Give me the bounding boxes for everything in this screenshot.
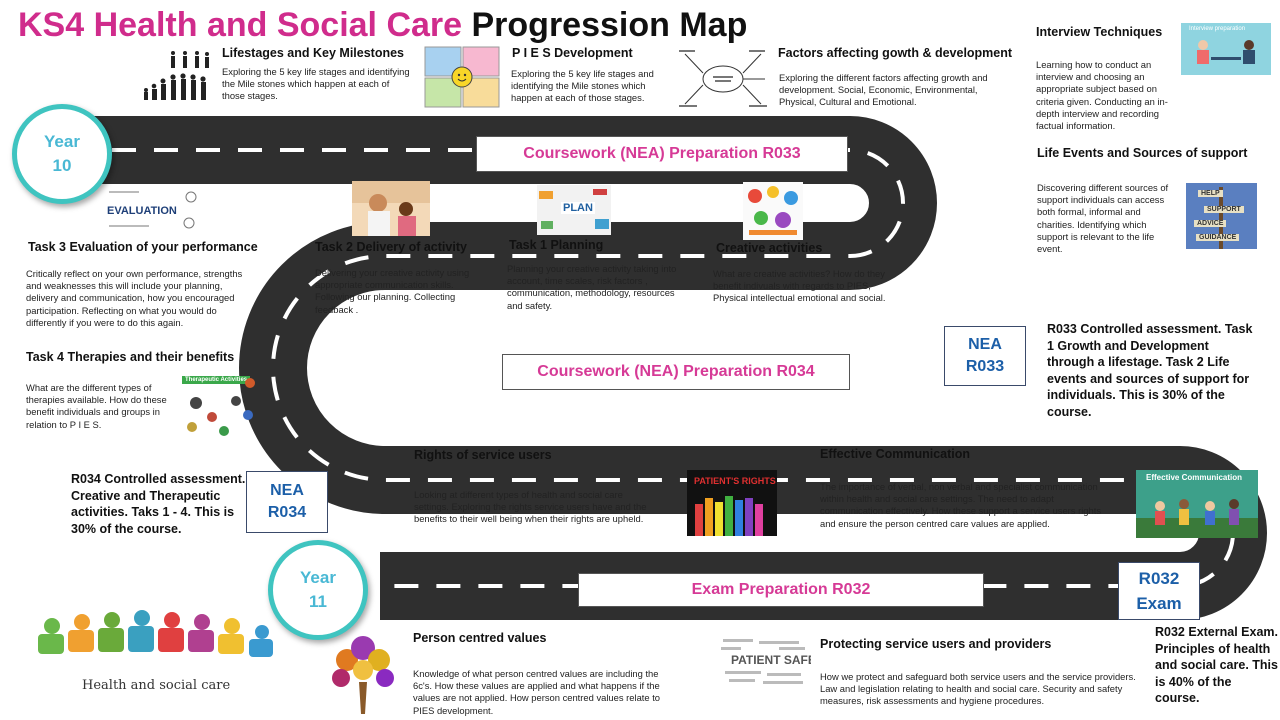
r032-note: R032 External Exam. Principles of health… <box>1155 625 1278 705</box>
nea-r034-line2: R034 <box>267 504 307 521</box>
year-10-word: Year <box>44 132 80 152</box>
interview-image-label: Interview preparation <box>1189 26 1246 32</box>
year-11-number: 11 <box>309 592 327 611</box>
signpost-label-3: GUIDANCE <box>1196 234 1240 241</box>
communication-text: The importance of verbal, non verbal and… <box>820 481 1102 529</box>
life-events-heading: Life Events and Sources of support <box>1037 146 1248 160</box>
exam-r032-banner: Exam Preparation R032 <box>578 573 984 607</box>
creative-supplies-image <box>743 182 803 240</box>
evaluation-image: EVALUATION <box>105 187 201 233</box>
lifestages-text: Exploring the 5 key life stages and iden… <box>222 66 410 102</box>
communication-heading: Effective Communication <box>820 447 971 461</box>
task1-text: Planning your creative activity taking i… <box>507 263 677 311</box>
nea-r033-line2: R033 <box>965 358 1005 375</box>
nea-r034-box: NEA R034 <box>246 471 328 533</box>
delivery-photo <box>352 181 430 236</box>
therapeutic-image-label: Therapeutic Activities <box>182 376 251 384</box>
interview-image: Interview preparation <box>1181 23 1271 75</box>
creative-text: What are creative activities? How do the… <box>713 268 886 304</box>
lifestages-heading: Lifestages and Key Milestones <box>222 46 405 60</box>
task3-text: Critically reflect on your own performan… <box>26 268 243 328</box>
pies-heading: P I E S Development <box>512 46 633 60</box>
person-centred-text: Knowledge of what person centred values … <box>413 668 661 716</box>
signpost-label-2: ADVICE <box>1194 220 1227 227</box>
page-title: KS4 Health and Social Care Progression M… <box>18 6 747 45</box>
signpost-image: HELP SUPPORT ADVICE GUIDANCE <box>1186 183 1257 249</box>
life-events-text: Discovering different sources of support… <box>1037 182 1169 255</box>
effective-communication-label: Effective Communication <box>1146 473 1243 482</box>
health-social-care-logo: Health and social care <box>30 608 285 700</box>
task2-heading: Task 2 Delivery of activity <box>315 240 467 254</box>
signpost-label-0: HELP <box>1198 190 1223 197</box>
creative-heading: Creative activities <box>716 241 823 255</box>
signpost-label-1: SUPPORT <box>1204 206 1244 213</box>
patient-safety-wordcloud-image: PATIENT SAFETY <box>719 635 811 689</box>
interview-heading: Interview Techniques <box>1036 25 1163 39</box>
protecting-heading: Protecting service users and providers <box>820 637 1052 651</box>
r032-exam-line2: Exam <box>1136 594 1182 613</box>
patients-rights-image: PATIENT'S RIGHTS <box>687 470 777 536</box>
pies-diagram-image <box>424 46 500 108</box>
nea-r033-box: NEA R033 <box>944 326 1026 386</box>
factors-mindmap-image <box>677 46 769 112</box>
pies-text: Exploring the 5 key life stages and iden… <box>511 68 654 104</box>
task3-heading: Task 3 Evaluation of your performance <box>28 240 258 254</box>
r033-note: R033 Controlled assessment. Task 1 Growt… <box>1047 322 1253 419</box>
year-11-milestone: Year 11 <box>268 540 368 640</box>
task2-text: Delivering your creative activity using … <box>315 267 470 315</box>
r034-note: R034 Controlled assessment. Creative and… <box>71 472 246 536</box>
year-10-number: 10 <box>52 156 72 175</box>
factors-heading: Factors affecting gowth & development <box>778 46 1013 60</box>
effective-communication-image: Effective Communication <box>1136 470 1258 538</box>
r032-exam-line1: R032 <box>1138 568 1180 588</box>
coursework-r033-banner: Coursework (NEA) Preparation R033 <box>476 136 848 172</box>
rights-heading: Rights of service users <box>414 448 552 462</box>
interview-text: Learning how to conduct an interview and… <box>1036 59 1168 132</box>
title-part2: Progression Map <box>471 6 748 44</box>
coursework-r034-banner: Coursework (NEA) Preparation R034 <box>502 354 850 390</box>
patients-rights-label: PATIENT'S RIGHTS <box>694 476 776 486</box>
plan-image-label: PLAN <box>561 202 595 214</box>
evaluation-image-label: EVALUATION <box>107 205 177 217</box>
r032-exam-box: R032 Exam <box>1118 562 1200 620</box>
task1-heading: Task 1 Planning <box>509 238 604 252</box>
task4-heading: Task 4 Therapies and their benefits <box>26 350 235 364</box>
patient-safety-label: PATIENT SAFETY <box>731 653 811 667</box>
protecting-text: How we protect and safeguard both servic… <box>820 671 1136 707</box>
nea-r034-line1: NEA <box>270 481 304 499</box>
year-11-word: Year <box>300 568 336 588</box>
plan-image: PLAN <box>537 185 611 235</box>
task4-text: What are the different types of therapie… <box>26 382 167 430</box>
therapeutic-activities-image: Therapeutic Activities <box>178 375 270 439</box>
lifestages-silhouettes-image <box>140 48 214 100</box>
rights-text: Looking at different types of health and… <box>414 489 647 525</box>
year-10-milestone: Year 10 <box>12 104 112 204</box>
person-centred-tree-image <box>321 630 405 714</box>
hsc-logo-label: Health and social care <box>82 678 231 693</box>
nea-r033-line1: NEA <box>968 335 1002 353</box>
person-centred-heading: Person centred values <box>413 631 547 645</box>
factors-text: Exploring the different factors affectin… <box>779 72 988 108</box>
title-part1: KS4 Health and Social Care <box>18 6 463 44</box>
